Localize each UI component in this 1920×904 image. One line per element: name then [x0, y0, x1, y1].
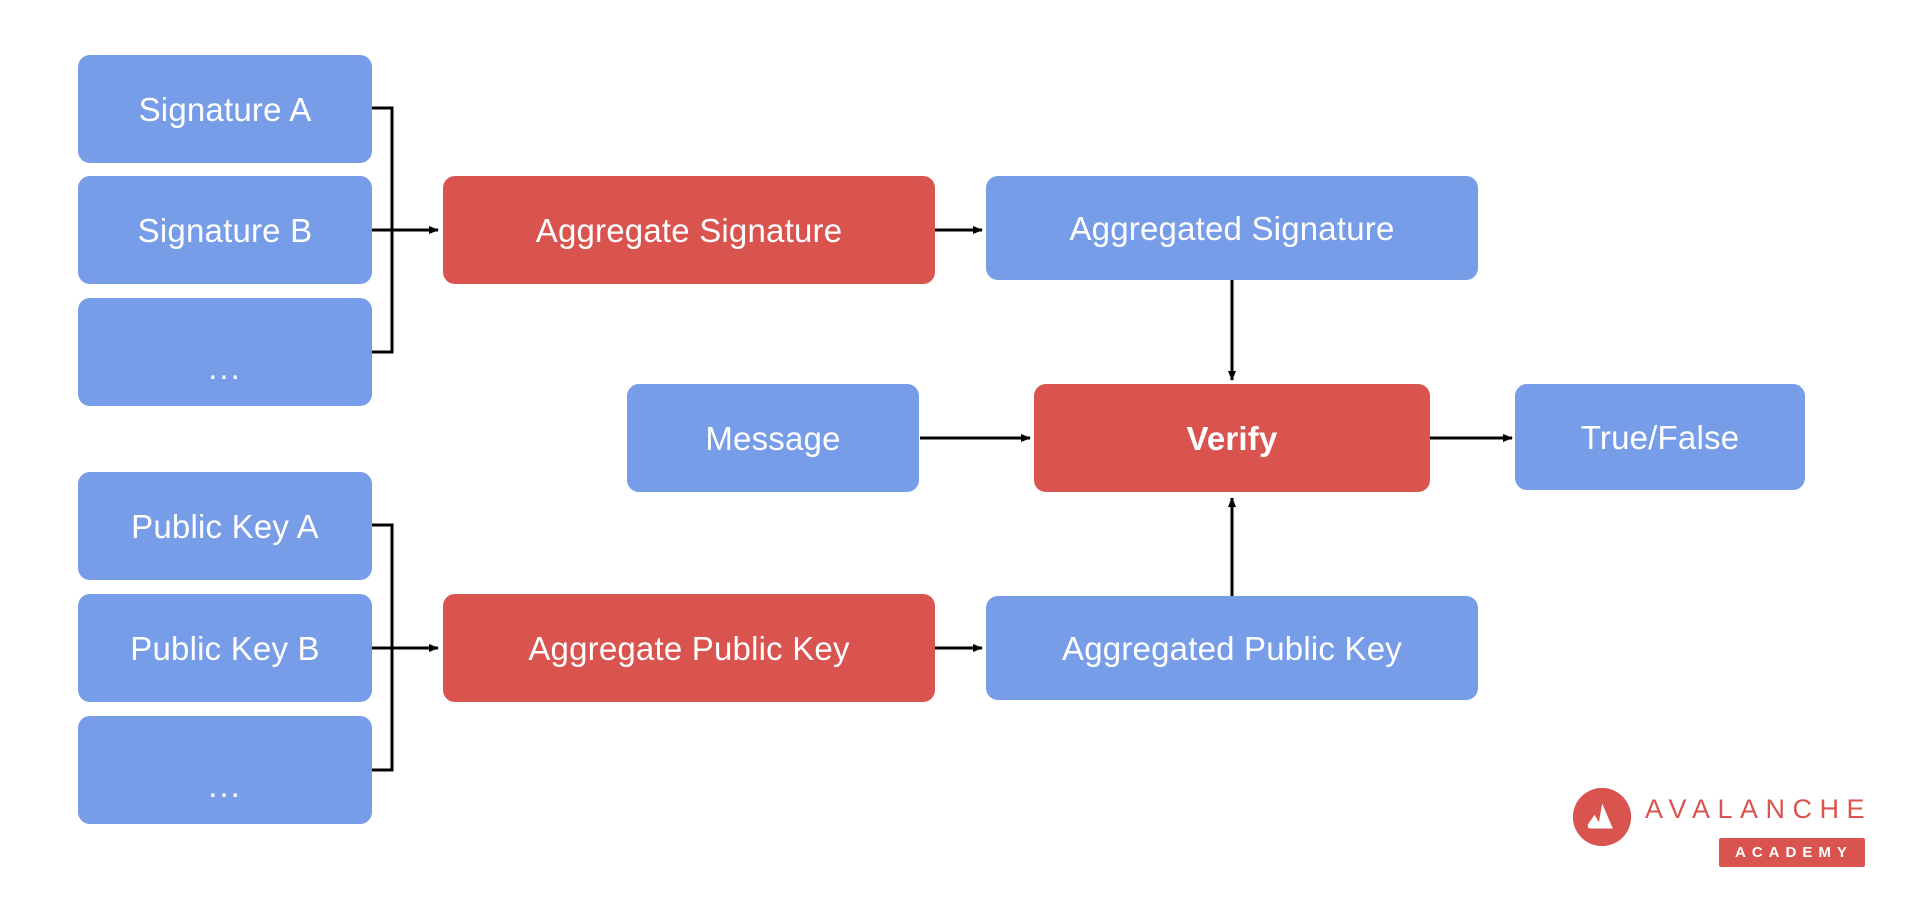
academy-badge: ACADEMY	[1719, 838, 1865, 867]
aggregate-public-key-box[interactable]: Aggregate Public Key	[443, 594, 935, 702]
public-key-more-box[interactable]: ...	[78, 716, 372, 824]
avalanche-wordmark: AVALANCHE	[1645, 794, 1873, 824]
signature-more-label: ...	[208, 349, 242, 386]
signature-a-box[interactable]: Signature A	[78, 55, 372, 163]
aggregated-public-key-box[interactable]: Aggregated Public Key	[986, 596, 1478, 700]
aggregated-signature-box[interactable]: Aggregated Signature	[986, 176, 1478, 280]
message-label: Message	[705, 419, 841, 457]
aggregated-public-key-label: Aggregated Public Key	[1062, 629, 1402, 667]
public-key-more-label: ...	[208, 767, 242, 804]
aggregate-signature-label: Aggregate Signature	[535, 211, 843, 249]
public-key-a-label: Public Key A	[131, 507, 319, 545]
true-false-label: True/False	[1580, 418, 1740, 456]
public-key-a-box[interactable]: Public Key A	[78, 472, 372, 580]
message-box[interactable]: Message	[627, 384, 919, 492]
true-false-box[interactable]: True/False	[1515, 384, 1805, 490]
verify-box[interactable]: Verify	[1034, 384, 1430, 492]
signature-b-box[interactable]: Signature B	[78, 176, 372, 284]
verify-label: Verify	[1186, 419, 1278, 457]
signature-more-box[interactable]: ...	[78, 298, 372, 406]
avalanche-academy-logo: AVALANCHE ACADEMY	[1573, 782, 1893, 874]
avalanche-logo-icon	[1573, 788, 1631, 846]
aggregated-signature-label: Aggregated Signature	[1069, 209, 1395, 247]
signature-a-label: Signature A	[138, 90, 312, 128]
signature-b-label: Signature B	[137, 211, 313, 249]
aggregate-public-key-label: Aggregate Public Key	[528, 629, 850, 667]
public-key-b-box[interactable]: Public Key B	[78, 594, 372, 702]
public-key-b-label: Public Key B	[130, 629, 320, 667]
aggregate-signature-box[interactable]: Aggregate Signature	[443, 176, 935, 284]
